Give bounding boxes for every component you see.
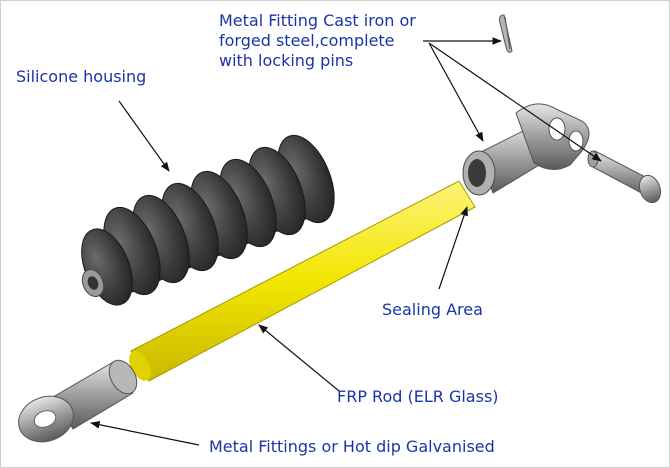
locking-pin [587,150,662,204]
label-metal-fitting-top-line-3: with locking pins [219,51,354,70]
arrow-to-locking-pin [428,42,602,162]
label-metal-fitting-top-line-1: Metal Fitting Cast iron or [219,11,416,30]
arrow-to-silicone-housing [118,100,170,172]
annotation-arrows [90,37,602,446]
arrow-to-bottom-fitting [90,420,200,446]
label-metal-fitting-bottom: Metal Fittings or Hot dip Galvanised [209,437,495,456]
cotter-pin [499,14,513,53]
label-silicone-housing: Silicone housing [16,67,147,86]
arrow-to-top-fitting [428,42,484,142]
label-metal-fitting-top-line-2: forged steel,complete [219,31,395,50]
label-frp-rod: FRP Rod (ELR Glass) [337,387,499,406]
bottom-metal-fitting [18,359,138,443]
label-sealing-area: Sealing Area [382,300,483,319]
top-metal-fitting [462,103,590,196]
arrow-to-frp-rod [258,324,340,392]
arrow-to-sealing-area [438,206,468,290]
label-metal-fitting-top: Metal Fitting Cast iron or forged steel,… [219,11,416,71]
silicone-housing [81,134,335,306]
